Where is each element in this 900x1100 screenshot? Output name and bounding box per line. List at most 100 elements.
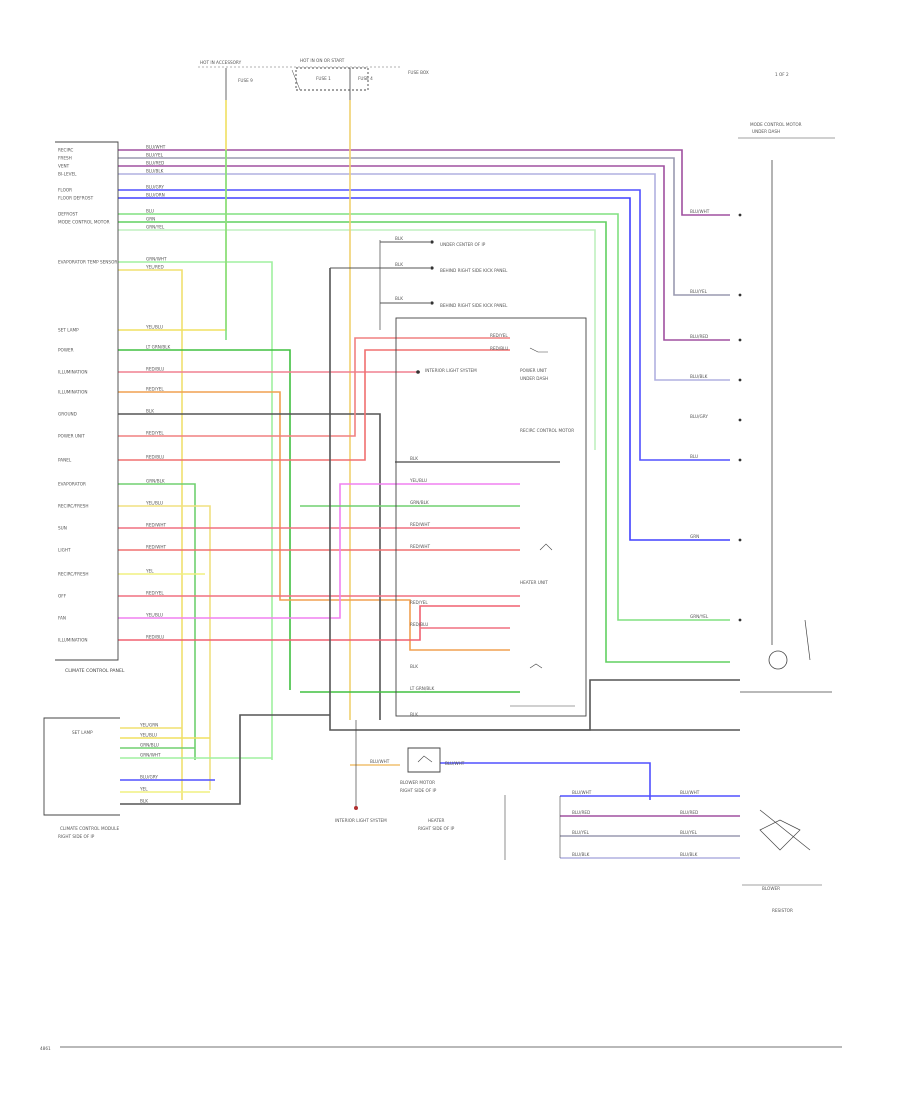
ground-blk-2: BLK — [395, 262, 403, 267]
resistor-label: RESISTOR — [772, 908, 793, 913]
fuse-1-label: FUSE 1 — [316, 76, 331, 81]
interior-light-label: INTERIOR LIGHT SYSTEM — [425, 368, 477, 373]
wire-yel-blu-set — [118, 100, 227, 331]
blower-motor-label: BLOWER MOTOR — [400, 780, 435, 785]
panel-pin-wire: YEL — [145, 569, 154, 574]
panel-pin-wire: BLU/ORN — [146, 193, 165, 198]
module-sub: RIGHT SIDE OF IP — [58, 834, 95, 839]
module-pin-wire: YEL — [139, 787, 148, 792]
module-pin-wire: GRN/WHT — [140, 753, 161, 758]
mid-wire-label: RED/WHT — [410, 522, 430, 527]
wire-red-yel-power-unit — [118, 337, 510, 437]
panel-pin-wire: YEL/RED — [145, 265, 164, 270]
blower-resistor: BLOWER RESISTOR — [742, 809, 822, 913]
recirc-motor-title: RECIRC CONTROL MOTOR — [520, 428, 574, 433]
panel-pin-wire: YEL/BLU — [145, 325, 163, 330]
panel-pin-label: POWER UNIT — [58, 434, 85, 439]
wire-red-yel-illum — [118, 391, 510, 651]
mode-motor-wire: BLU/WHT — [690, 209, 710, 214]
panel-pin-wire: BLU/RED — [146, 161, 164, 166]
panel-pin-wire: LT GRN/BLK — [146, 345, 171, 350]
module-title: CLIMATE CONTROL MODULE — [60, 826, 119, 831]
mid-wire-label: BLK — [410, 664, 418, 669]
panel-pin-wire: RED/BLU — [146, 635, 164, 640]
power-unit-title: POWER UNIT — [520, 368, 547, 373]
wire-yel-blu-fan — [118, 483, 520, 619]
ground-blk-1: BLK — [395, 236, 403, 241]
panel-pin-label: VENT — [58, 164, 70, 169]
panel-pin-label: FLOOR — [58, 188, 72, 193]
panel-title: CLIMATE CONTROL PANEL — [65, 668, 125, 674]
panel-pin-wire: BLU/BLK — [146, 169, 164, 174]
panel-pin-wire: BLK — [146, 409, 154, 414]
resistor-wire-label: BLU/WHT — [572, 790, 592, 795]
panel-pin-wire: BLU/GRY — [146, 185, 164, 190]
mode-motor-wire: BLU — [690, 454, 698, 459]
fuse-9-label: FUSE 9 — [238, 78, 253, 83]
panel-pin-label: RECIRC — [58, 148, 73, 153]
panel-pin-label: FAN — [58, 616, 66, 621]
blower-wire-label: BLU/WHT — [370, 759, 390, 764]
set-lamp-label: SET LAMP — [72, 730, 93, 735]
mid-wire-label: BLK — [410, 456, 418, 461]
heater-label: HEATER — [428, 818, 445, 823]
panel-pin-wire: BLU/YEL — [146, 153, 164, 158]
wire-red-blu-illum-2 — [118, 605, 520, 641]
resistor-wire-label: BLU/BLK — [572, 852, 590, 857]
panel-pin-wire: RED/BLU — [146, 367, 164, 372]
wire-blu-red-vent — [118, 165, 730, 341]
panel-pin-wire: RED/WHT — [146, 545, 166, 550]
panel-pin-wire: RED/YEL — [146, 591, 164, 596]
wire-grn-wht-evap — [118, 261, 273, 760]
wire-grn-mode — [118, 213, 730, 621]
blower-motor-sub: RIGHT SIDE OF IP — [400, 788, 437, 793]
wire-blk-ground — [118, 413, 381, 720]
heater-sub: RIGHT SIDE OF IP — [418, 826, 455, 831]
panel-pin-label: MODE CONTROL MOTOR — [58, 220, 110, 225]
resistor-wire-label-right: BLU/RED — [680, 810, 698, 815]
fuse-label-on-start: HOT IN ON OR START — [300, 58, 345, 63]
ground-3-location: BEHIND RIGHT SIDE KICK PANEL — [440, 303, 508, 308]
wire-blu-gry-floor — [118, 189, 730, 461]
mid-wire-label: BLK — [410, 712, 418, 717]
mode-motor-wire: BLU/RED — [690, 334, 708, 339]
wire-blu-wht-recirc — [118, 149, 730, 216]
blower-wire-out: BLU/WHT — [445, 761, 465, 766]
mode-control-motor: MODE CONTROL MOTOR UNDER DASH BLU/WHTBLU… — [690, 122, 835, 693]
ground-1-location: UNDER CENTER OF IP — [440, 242, 486, 247]
blower-heater-area: BLU/WHT BLOWER MOTOR RIGHT SIDE OF IP BL… — [335, 720, 700, 860]
panel-pin-label: EVAPORATOR TEMP SENSOR — [58, 260, 117, 265]
panel-pin-label: GROUND — [58, 412, 77, 417]
module-pin-wire: BLK — [140, 799, 148, 804]
wire-lt-grn-blk-power — [118, 349, 291, 690]
mode-motor-wire: BLU/BLK — [690, 374, 708, 379]
panel-pin-label: FRESH — [58, 156, 72, 161]
resistor-wire-label: BLU/RED — [572, 810, 590, 815]
panel-pin-wire: RED/BLU — [146, 455, 164, 460]
mid-wire-label: LT GRN/BLK — [410, 686, 435, 691]
resistor-wire-label-right: BLU/WHT — [680, 790, 700, 795]
panel-pin-label: SET LAMP — [58, 328, 79, 333]
panel-pin-wire: RED/YEL — [146, 431, 164, 436]
fuse-4-label: FUSE 4 — [358, 76, 373, 81]
panel-pin-label: ILLUMINATION — [58, 638, 88, 643]
panel-pin-label: ILLUMINATION — [58, 390, 88, 395]
resistor-wire-label-right: BLU/YEL — [680, 830, 698, 835]
panel-pin-label: BI-LEVEL — [58, 172, 77, 177]
mid-wire-label: RED/BLU — [410, 622, 428, 627]
mode-motor-wire: GRN — [690, 534, 699, 539]
mode-motor-sub: UNDER DASH — [752, 129, 780, 134]
panel-pin-wire: GRN/YEL — [146, 225, 165, 230]
page-ref: 1 OF 2 — [775, 72, 789, 77]
interior-light-sys-2: INTERIOR LIGHT SYSTEM — [335, 818, 387, 823]
wire-red-blu-panel — [118, 349, 510, 461]
panel-pin-label: DEFROST — [58, 212, 78, 217]
panel-pin-wire: BLU — [146, 209, 154, 214]
wire-yel-blu-recirc — [118, 505, 211, 790]
module-pin-wire: GRN/BLU — [140, 743, 159, 748]
fuse-label-accessory: HOT IN ACCESSORY — [200, 60, 242, 65]
panel-pin-label: ILLUMINATION — [58, 370, 88, 375]
relay-wire-1: RED/YEL — [490, 333, 508, 338]
panel-pin-label: RECIRC/FRESH — [58, 572, 89, 577]
